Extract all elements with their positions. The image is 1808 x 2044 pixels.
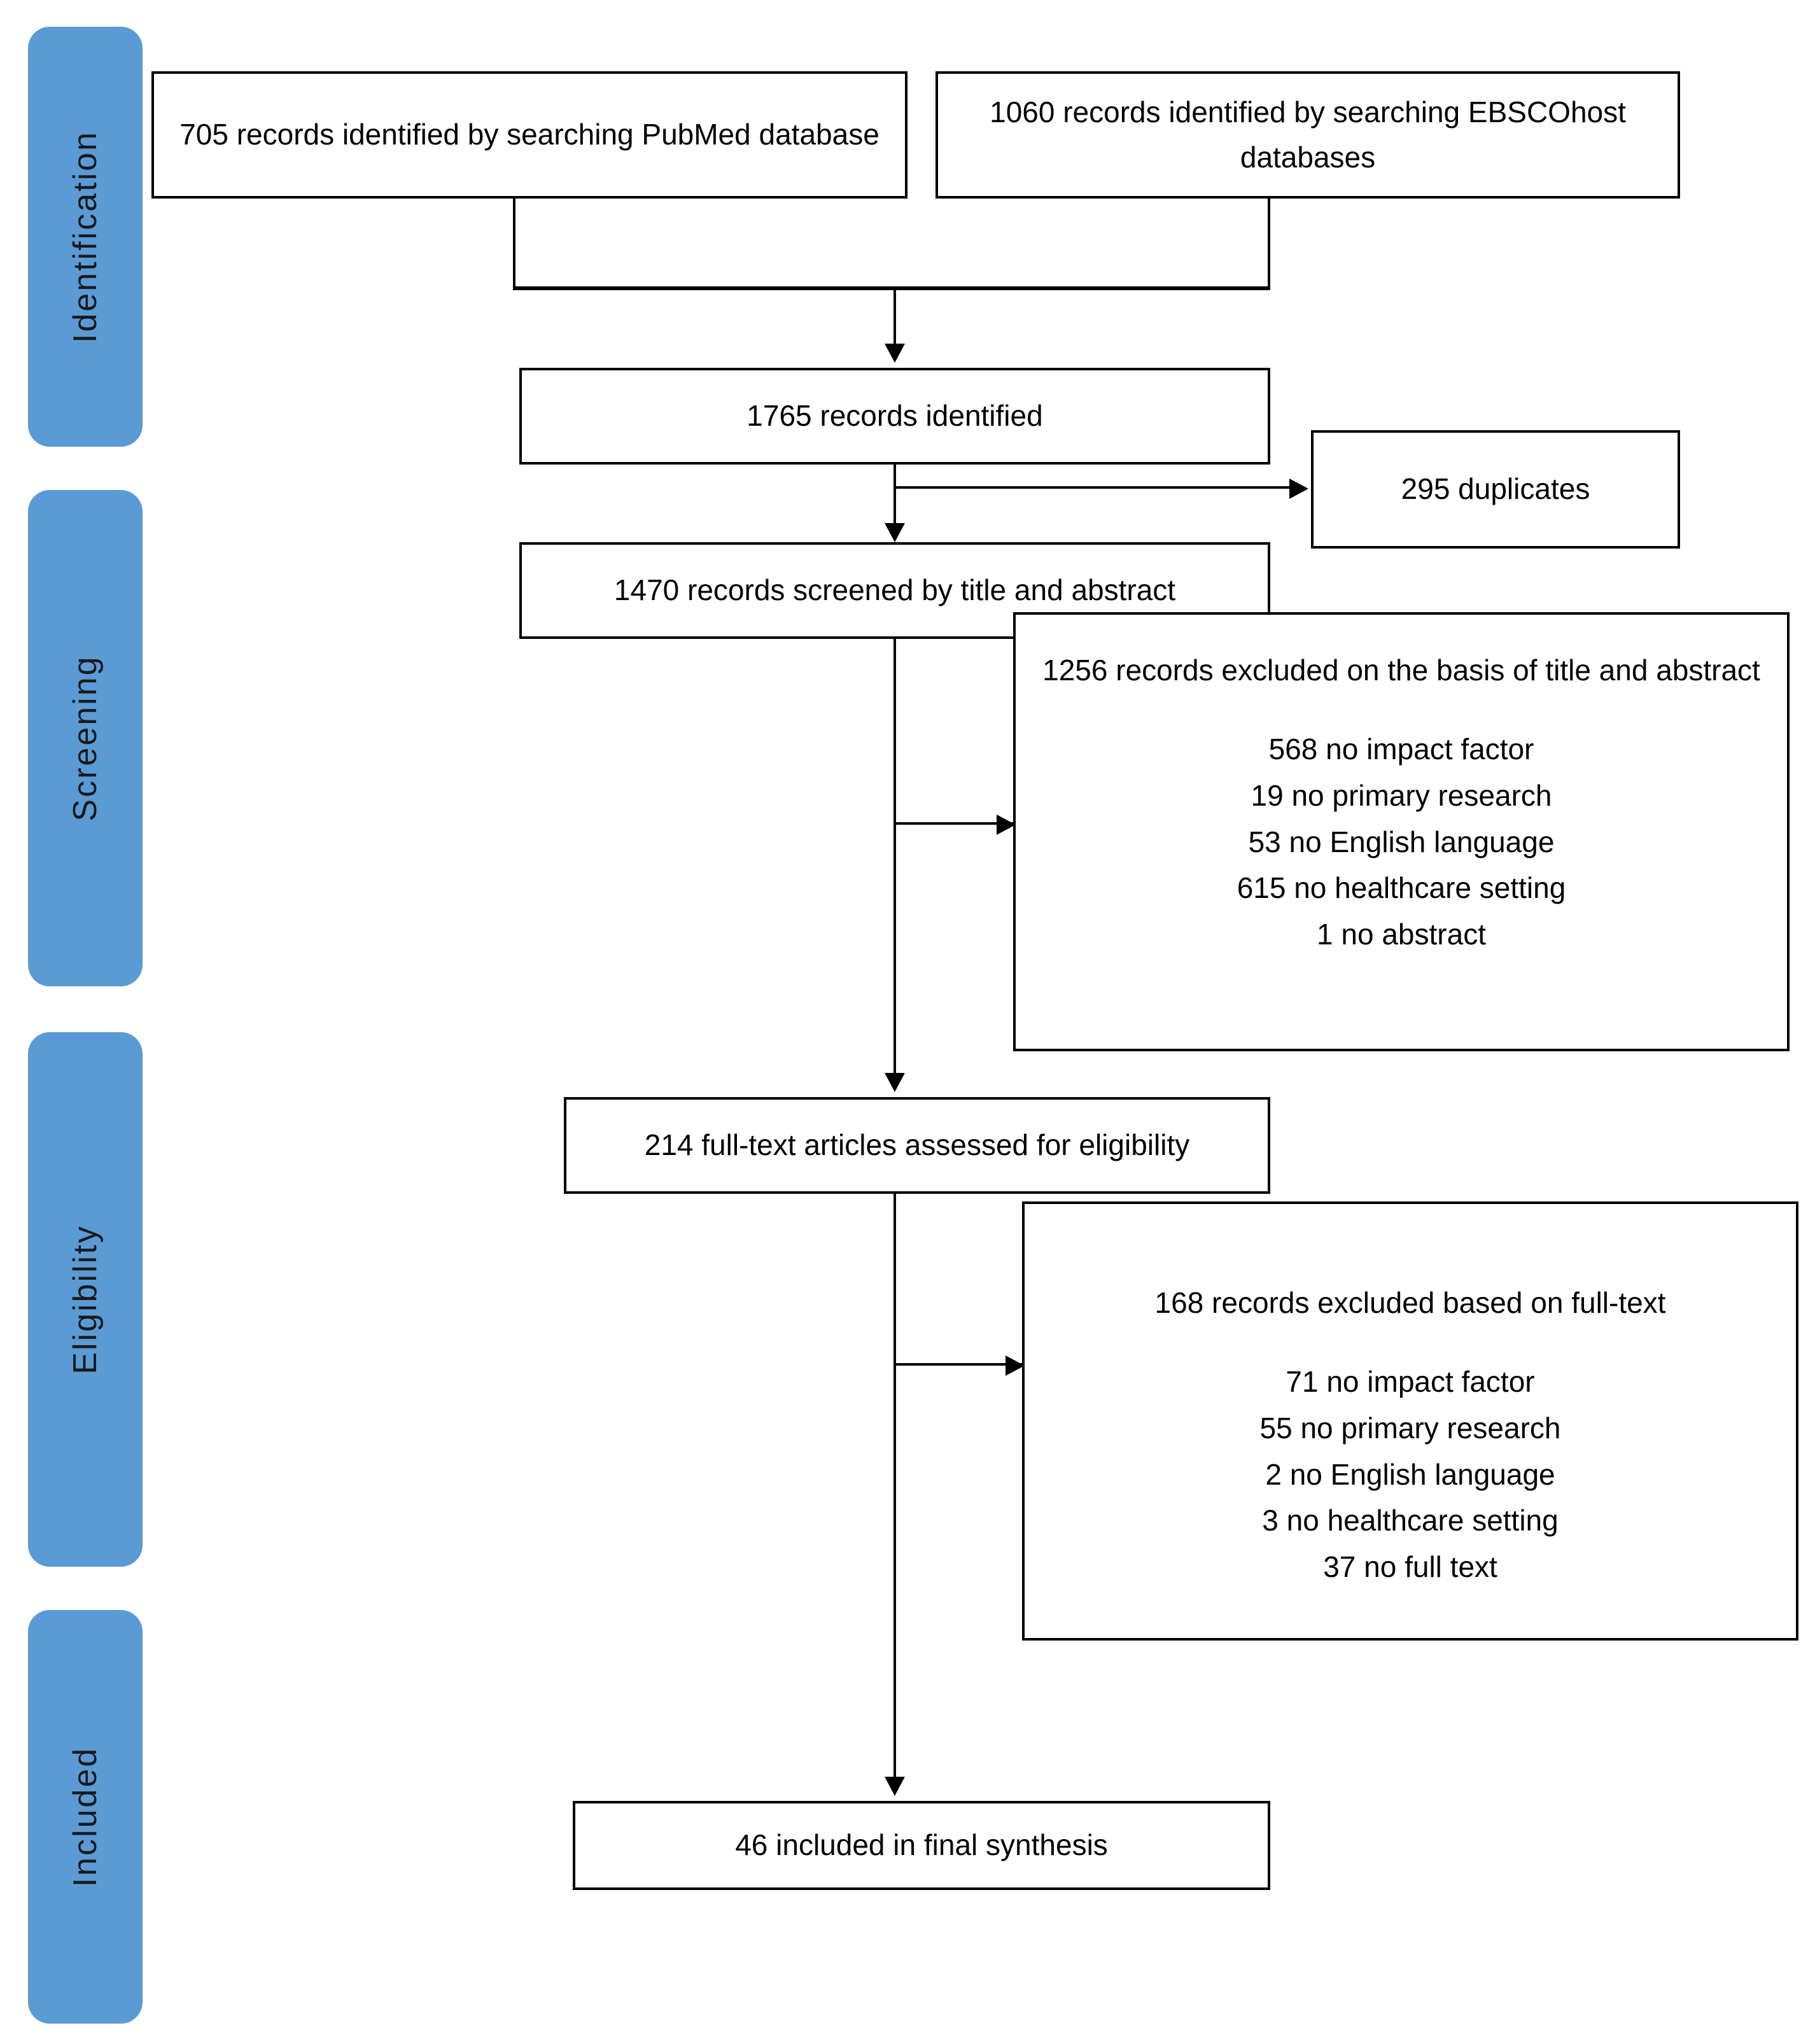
node-source-pubmed: 705 records identified by searching PubM… (151, 71, 908, 199)
node-excluded-title-abstract: 1256 records excluded on the basis of ti… (1013, 612, 1790, 1051)
excluded-fulltext-heading: 168 records excluded based on full-text (1154, 1286, 1666, 1319)
node-records-screened: 1470 records screened by title and abstr… (519, 542, 1270, 639)
stage-bar-included: Included (28, 1610, 143, 2024)
arrowhead-merge-down (885, 344, 905, 363)
stage-label-identification: Identification (67, 130, 104, 343)
arrowhead-screened-down (885, 1073, 905, 1092)
excluded-fulltext-body: 168 records excluded based on full-text … (1025, 1280, 1796, 1590)
excluded-title-abstract-body: 1256 records excluded on the basis of ti… (1016, 648, 1787, 958)
connector-screened-down (893, 639, 896, 1082)
node-records-identified: 1765 records identified (519, 368, 1270, 465)
reason-item: 55 no primary research (1259, 1411, 1561, 1445)
node-records-identified-text: 1765 records identified (746, 399, 1043, 433)
arrowhead-excl-title-right (997, 815, 1016, 835)
stage-bar-identification: Identification (28, 27, 143, 447)
reason-item: 53 no English language (1248, 825, 1555, 858)
stage-bar-screening: Screening (28, 490, 143, 986)
node-excluded-fulltext: 168 records excluded based on full-text … (1022, 1201, 1798, 1641)
reason-item: 19 no primary research (1251, 778, 1552, 812)
reason-item: 71 no impact factor (1286, 1365, 1535, 1399)
node-source-ebscohost-text: 1060 records identified by searching EBS… (990, 95, 1626, 174)
node-included-final-text: 46 included in final synthesis (735, 1828, 1108, 1862)
connector-excl-title-right (893, 822, 1016, 825)
connector-pubmed-down (513, 199, 515, 288)
node-fulltext-assessed: 214 full-text articles assessed for elig… (564, 1097, 1270, 1194)
connector-merge-bar (513, 286, 1270, 290)
reason-item: 615 no healthcare setting (1237, 871, 1566, 905)
connector-duplicates-right (893, 486, 1292, 489)
excluded-title-abstract-heading: 1256 records excluded on the basis of ti… (1042, 654, 1760, 687)
arrowhead-identified-down (885, 523, 905, 542)
connector-fulltext-down (893, 1194, 896, 1786)
stage-label-included: Included (67, 1746, 104, 1887)
node-source-ebscohost: 1060 records identified by searching EBS… (936, 71, 1680, 199)
arrowhead-excl-fulltext-right (1006, 1355, 1025, 1376)
reason-item: 3 no healthcare setting (1262, 1504, 1559, 1537)
reason-item: 2 no English language (1265, 1457, 1555, 1491)
node-source-pubmed-text: 705 records identified by searching PubM… (179, 118, 879, 151)
reason-item: 1 no abstract (1317, 917, 1486, 951)
excluded-title-abstract-reasons: 568 no impact factor 19 no primary resea… (1016, 726, 1787, 957)
connector-ebsco-down (1268, 199, 1270, 288)
node-duplicates: 295 duplicates (1311, 430, 1680, 549)
stage-label-eligibility: Eligibility (67, 1224, 104, 1375)
reason-item: 568 no impact factor (1268, 732, 1534, 766)
arrowhead-duplicates-right (1289, 479, 1308, 499)
node-included-final: 46 included in final synthesis (573, 1801, 1270, 1890)
node-fulltext-assessed-text: 214 full-text articles assessed for elig… (644, 1128, 1190, 1162)
connector-identified-down (893, 465, 896, 535)
connector-merge-down (893, 286, 896, 354)
arrowhead-fulltext-down (885, 1777, 905, 1796)
reason-item: 37 no full text (1323, 1550, 1497, 1583)
stage-bar-eligibility: Eligibility (28, 1032, 143, 1567)
node-records-screened-text: 1470 records screened by title and abstr… (613, 573, 1176, 607)
connector-excl-fulltext-right (893, 1363, 1025, 1366)
stage-label-screening: Screening (67, 655, 104, 822)
excluded-fulltext-reasons: 71 no impact factor 55 no primary resear… (1025, 1359, 1796, 1590)
node-duplicates-text: 295 duplicates (1401, 472, 1590, 506)
